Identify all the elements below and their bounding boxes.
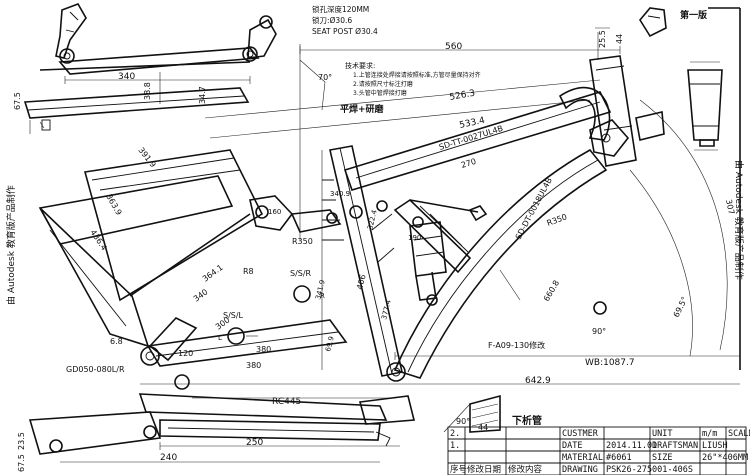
version-label: 第一版: [680, 9, 707, 21]
title-block-cell: 1:1: [748, 429, 750, 439]
title-block-cell: LIUSH: [702, 441, 728, 451]
watermark-right: 由 Autodesk 教育版产品制作: [733, 160, 745, 280]
title-block-cell: MATERIAL: [562, 453, 603, 463]
dim-250: 250: [246, 438, 263, 448]
dim-240: 240: [160, 453, 177, 463]
header-spec: 锁孔深度120MM 锁刀:Ø30.6 SEAT POST Ø30.4 第一版 技…: [312, 4, 707, 115]
dim-6-8: 6.8: [110, 337, 123, 346]
dim-23-5: 23.5: [17, 432, 26, 450]
title-block-cell: PSK26-275001-406S: [606, 465, 693, 475]
dim-160: 160: [268, 208, 281, 216]
l-mark: L: [218, 334, 222, 342]
title-block-cell: SCALE: [728, 429, 750, 439]
dim-406: 406: [355, 273, 367, 290]
dim-380-b: 380: [246, 361, 261, 370]
title-block-cell: 2.: [450, 429, 460, 439]
title-block-cell: UNIT: [652, 429, 672, 439]
dim-44-bottom: 44: [478, 423, 488, 432]
lower-tube-label: 下析管: [512, 414, 542, 427]
title-block-cell: CUSTMER: [562, 429, 599, 439]
dim-r350-left: R350: [292, 237, 313, 246]
title-block-cell: 1.: [450, 441, 460, 451]
notes-title: 技术要求:: [345, 61, 375, 70]
title-block-cell: 修改内容: [508, 464, 543, 475]
note-2: 2.请按照尺寸标注打磨: [353, 80, 413, 88]
dim-44: 44: [615, 34, 624, 44]
title-block-cell: DRAFTSMAN: [652, 441, 698, 451]
dim-120: 120: [178, 349, 193, 358]
dim-38-8: 38.8: [143, 82, 152, 100]
title-block-cell: DRAWING: [562, 465, 598, 475]
dim-r8: R8: [243, 267, 254, 276]
seatstay-detail: 340 38.8 34.7 67.5: [13, 3, 277, 134]
title-block-cell: 26"*406MM: [702, 453, 748, 463]
ssl-label: S/S/L: [223, 311, 244, 320]
dim-307: 307: [724, 199, 736, 216]
dim-526-3: 526.3: [449, 89, 476, 103]
dim-25-5: 25.5: [598, 30, 607, 48]
title-block-cell: 修改日期: [467, 464, 501, 475]
dim-642-9: 642.9: [525, 376, 551, 386]
spec-line-3: SEAT POST Ø30.4: [312, 27, 378, 36]
dim-270: 270: [460, 157, 477, 170]
title-block-cell: 序号: [450, 464, 467, 475]
dim-560: 560: [445, 42, 462, 52]
dim-34-7: 34.7: [198, 86, 207, 104]
spec-line-2: 锁刀:Ø30.6: [312, 15, 352, 25]
spec-line-1: 锁孔深度120MM: [312, 4, 369, 14]
part-gd-label: GD050-080L/R: [66, 365, 125, 374]
title-block: 下析管 2. CUSTMER UNIT m/m SCALE1:1 1. DATE 2014.1…: [447, 414, 750, 475]
note-3: 3.头管中管焊接打磨: [353, 89, 407, 97]
dim-70deg: 70°: [318, 73, 332, 82]
title-block-cell: DATE: [562, 441, 582, 451]
note-1: 1.上管连接处焊接请按照标准,方管尽量保持对齐: [353, 71, 481, 79]
dim-67-5-bottom: 67.5: [17, 454, 26, 472]
dim-67-5-top: 67.5: [13, 92, 22, 110]
title-block-cell: #6061: [606, 453, 632, 463]
dim-90-a: 90°: [592, 327, 606, 336]
dim-340-9: 340.9: [330, 190, 350, 198]
chainstay-detail: 250 23.5 67.5 240 44: [17, 393, 501, 472]
wheelbase-label: WB:1087.7: [585, 358, 635, 368]
ssr-label: S/S/R: [290, 269, 312, 278]
dim-380-a: 380: [256, 345, 271, 354]
watermark-left: 由 Autodesk 教育版产品制作: [5, 185, 17, 305]
dim-90-b: 90°: [456, 417, 470, 426]
title-block-cell: SIZE: [652, 453, 672, 463]
dim-340-top: 340: [118, 72, 135, 82]
dim-190: 190: [408, 234, 421, 242]
fa-tag: F-A09-130修改: [488, 340, 545, 350]
title-block-cell: 2014.11.01: [606, 441, 657, 451]
weld-grind-label: 平焊+研磨: [340, 103, 385, 115]
title-block-cell: m/m: [702, 429, 717, 439]
r-mark: R: [320, 292, 325, 300]
